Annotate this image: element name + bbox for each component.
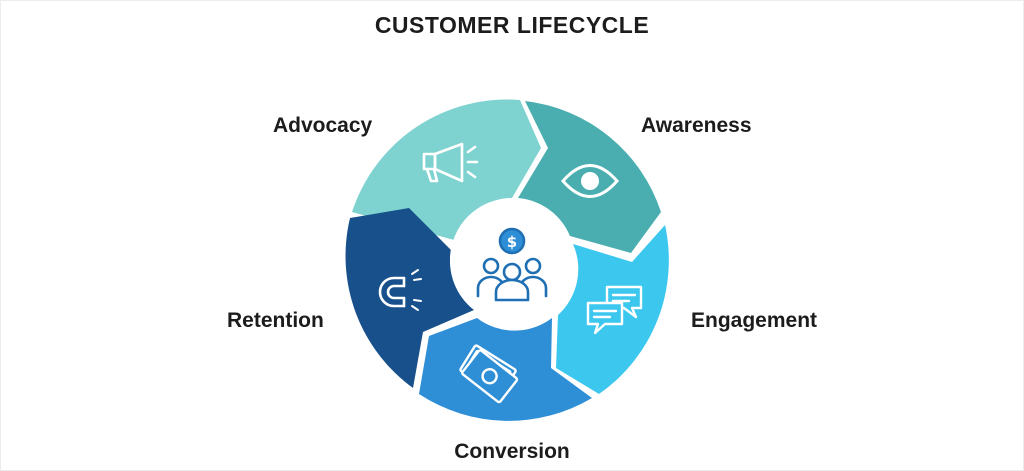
- stage-label-engagement: Engagement: [691, 309, 818, 332]
- stage-label-advocacy: Advocacy: [273, 114, 373, 137]
- stage-label-awareness: Awareness: [641, 114, 752, 137]
- svg-text:$: $: [507, 233, 517, 251]
- magnet-icon: [378, 269, 422, 311]
- segment-advocacy: [352, 99, 541, 240]
- segment-retention: [345, 208, 474, 388]
- megaphone-icon: [422, 142, 479, 183]
- center-circle: [450, 198, 574, 322]
- stage-label-retention: Retention: [227, 309, 324, 332]
- chat-bubbles-icon: [586, 285, 643, 335]
- money-icon: [459, 344, 519, 404]
- customers-dollar-icon: $: [476, 227, 548, 302]
- diagram-title: CUSTOMER LIFECYCLE: [374, 12, 650, 38]
- eye-icon: [561, 164, 619, 198]
- stage-label-conversion: Conversion: [454, 440, 570, 463]
